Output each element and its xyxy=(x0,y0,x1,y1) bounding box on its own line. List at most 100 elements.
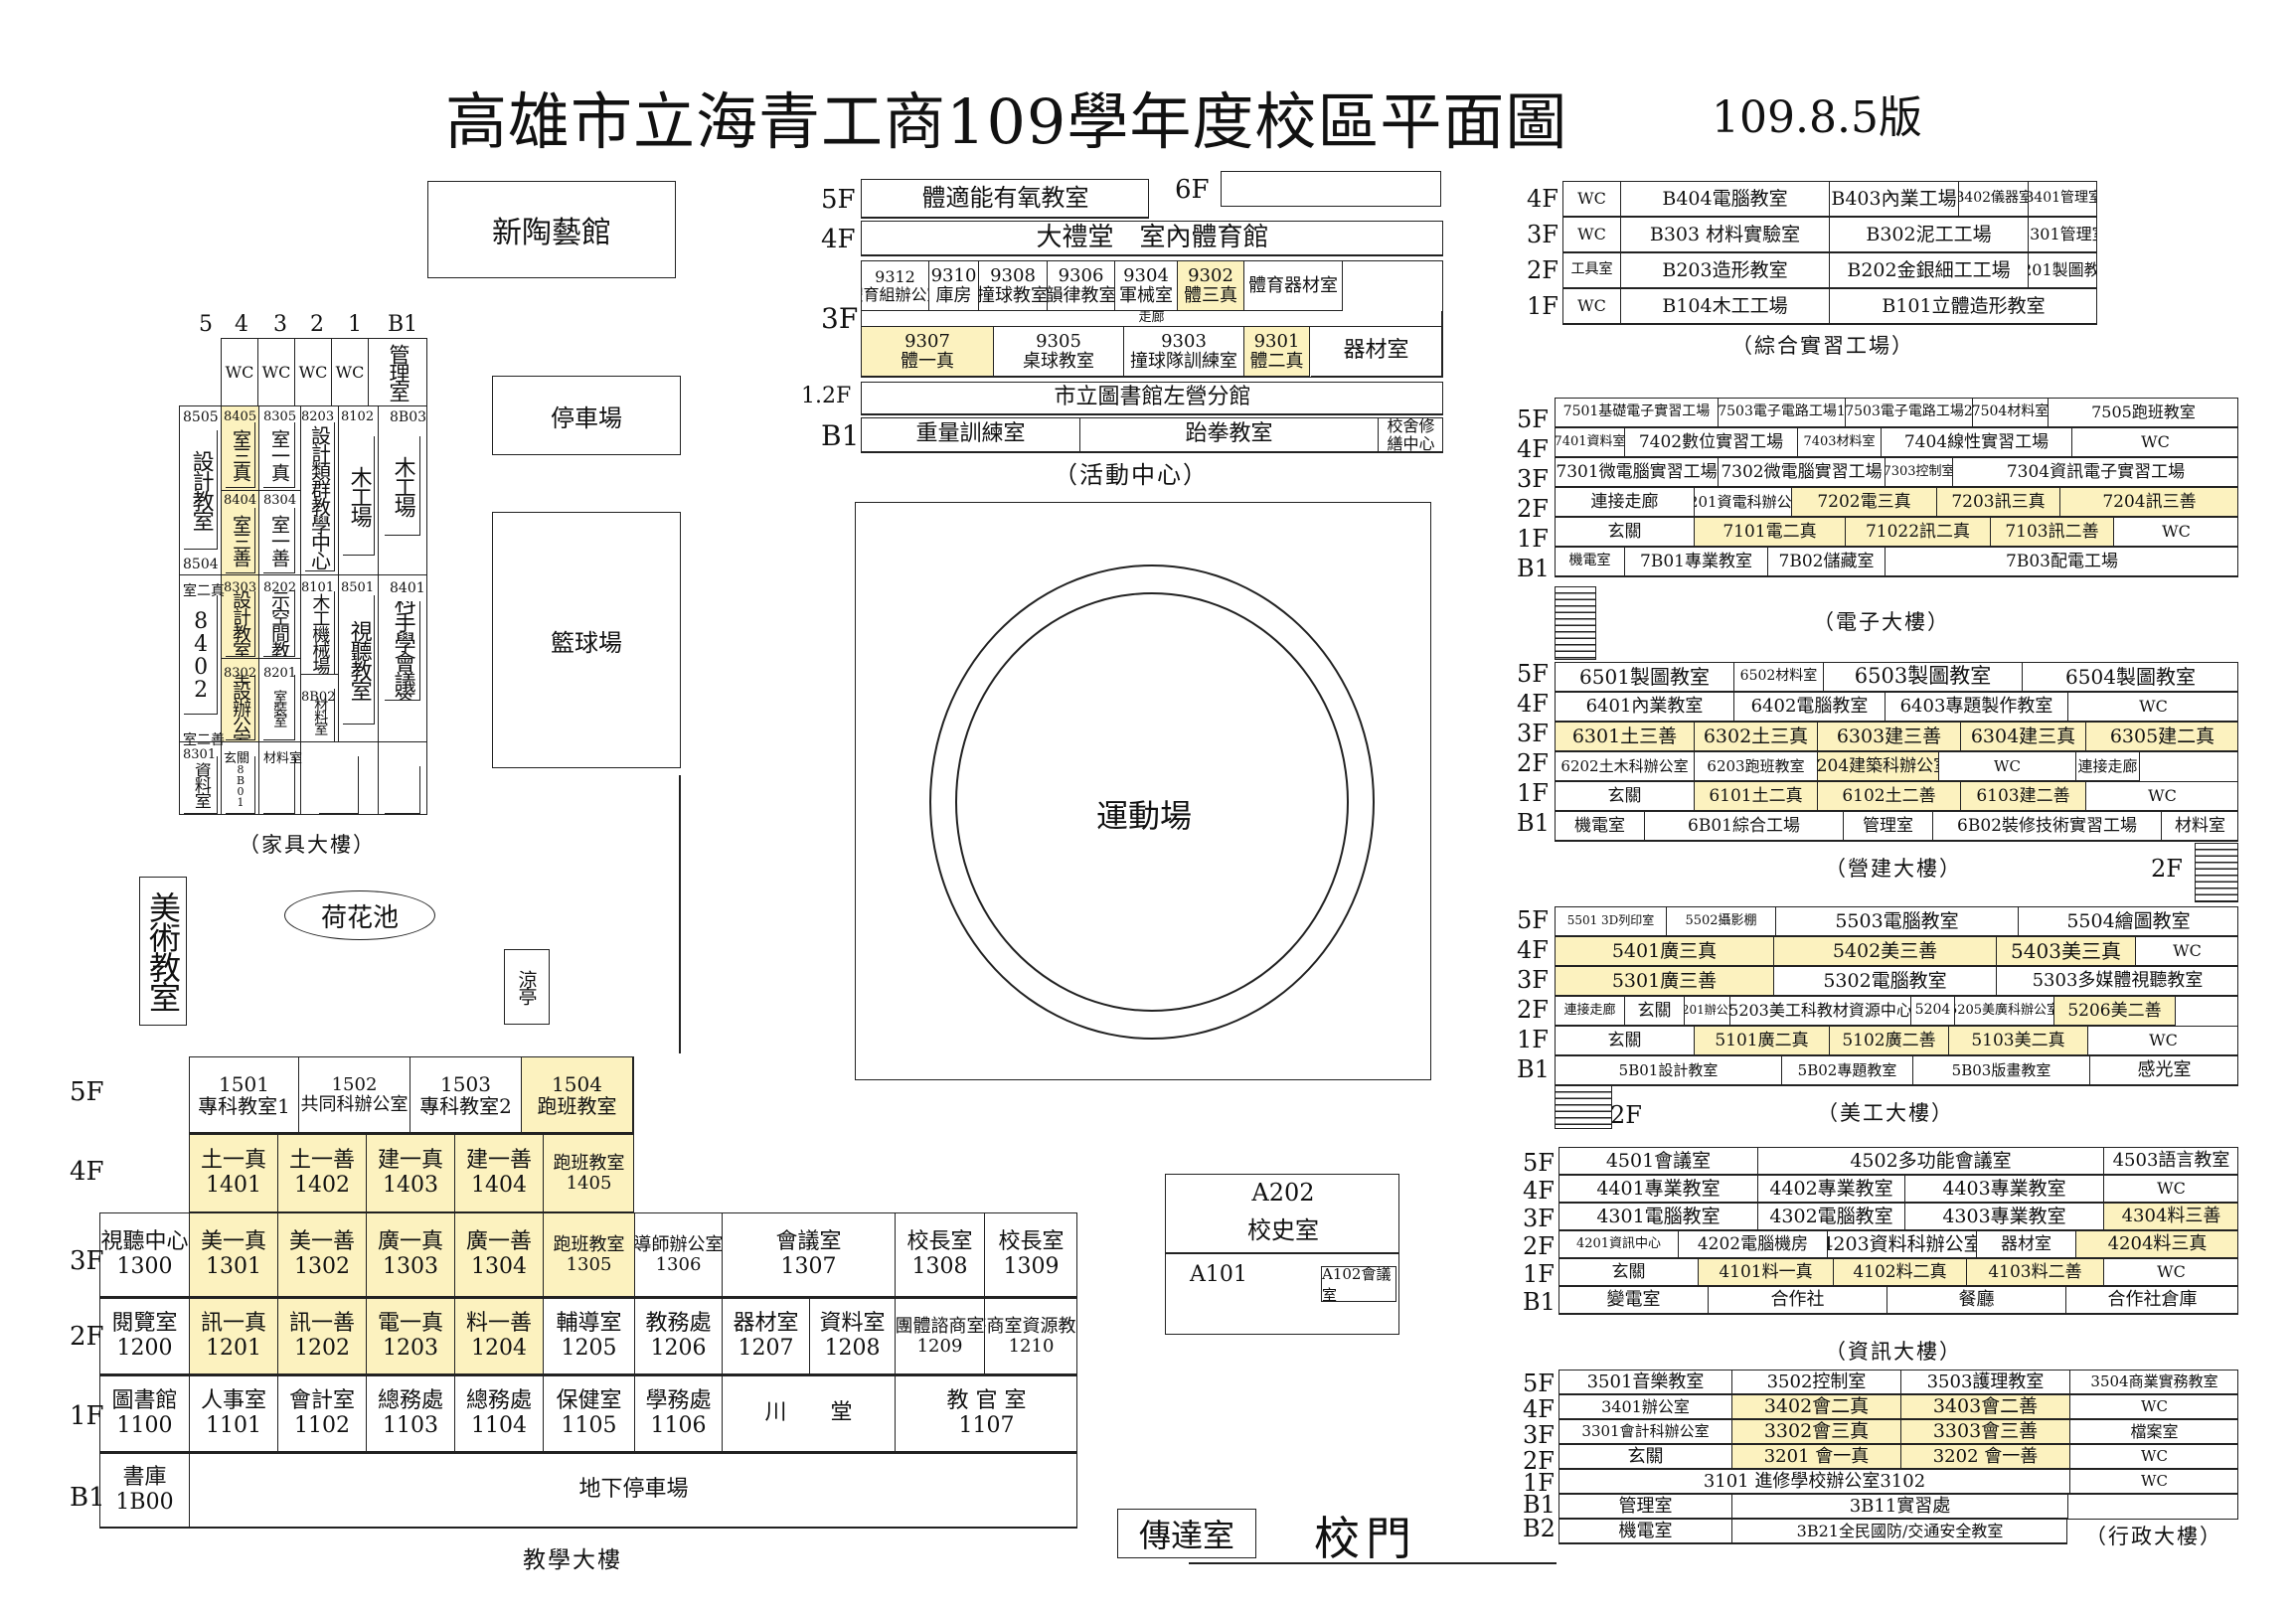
teach-2f-4-text-0: 料一善 xyxy=(465,1311,532,1337)
b4-r0-c1-text-0: 4502多功能會議室 xyxy=(1850,1149,2012,1172)
b5-r2-c2-text-0: 5303多媒體視聽教室 xyxy=(2032,970,2204,992)
b5-r1-c1: 5402美三善 xyxy=(1774,937,1997,966)
teach-1f-2-text-1: 1102 xyxy=(294,1412,350,1438)
f-g4 xyxy=(301,742,379,814)
a102-room: A102會議室 xyxy=(1321,1265,1396,1304)
f-f2-name: 室科手學會議簽室 xyxy=(385,601,420,701)
f-a1-name: 設計教室 xyxy=(184,430,218,550)
b7-stairs xyxy=(1555,586,1596,660)
f-c1 xyxy=(259,406,301,491)
b6-r1-c1: 6402電腦教室 xyxy=(1734,693,1886,722)
b5-floor-6: 2F xyxy=(1610,1101,1642,1129)
b4-floor-0: 5F xyxy=(1523,1149,1555,1177)
b4-row-5: 變電室合作社餐廳合作社倉庫 xyxy=(1558,1286,2238,1315)
f-d3-name: 材料室 xyxy=(305,689,335,742)
b4-floor-5: B1 xyxy=(1523,1288,1556,1316)
b6-r5-c4-text-0: 材料室 xyxy=(2175,815,2225,836)
act-r3-0-text-0: 9312 xyxy=(875,266,915,286)
teach-4f-1-text-1: 1402 xyxy=(294,1172,350,1198)
f-g1 xyxy=(180,742,222,814)
f-8303: 8202 xyxy=(263,580,297,595)
b5-r3-c1: 玄關 xyxy=(1625,997,1685,1026)
b4-r2-c1-text-0: 4302電腦教室 xyxy=(1769,1205,1893,1227)
b4-floor-3: 2F xyxy=(1523,1232,1555,1260)
teach-2f-3-text-0: 電一真 xyxy=(377,1311,443,1337)
furniture-wc1: WC xyxy=(222,339,258,406)
act-4f-room-text-0: 大禮堂 室內體育館 xyxy=(1036,223,1269,253)
teach-2f-10: 諮商室資源教室1210 xyxy=(985,1299,1076,1374)
b3-r3-c3-text-0: WC xyxy=(2141,1447,2168,1466)
b4-r0-c0-text-0: 4501會議室 xyxy=(1605,1149,1712,1172)
b5-r2-c0: 5301廣三善 xyxy=(1556,967,1774,996)
b7-r4-c4: WC xyxy=(2114,518,2237,547)
f-c4 xyxy=(259,659,301,742)
b3-r6-c1-text-0: 3B21全民國防/交通安全教室 xyxy=(1796,1521,2004,1540)
b6-r3-c1: 6203跑班教室 xyxy=(1695,752,1818,781)
f-c2 xyxy=(259,491,301,575)
b6-r5-c2-text-0: 管理室 xyxy=(1863,815,1913,836)
b3-floor-4: 1F xyxy=(1523,1469,1555,1497)
teach-2f-2-text-0: 訊一善 xyxy=(288,1311,355,1337)
teach-2f-0-text-1: 1200 xyxy=(116,1335,173,1361)
teach-3f-4-text-0: 廣一善 xyxy=(465,1229,532,1255)
teach-4f-2-text-0: 建一真 xyxy=(377,1148,443,1174)
b_bldg-r1-c3-text-0: B301管理室 xyxy=(2029,225,2096,244)
b5-r3-c4-text-0: 5204 xyxy=(1914,1002,1951,1019)
b3-r0-c1-text-0: 3502控制室 xyxy=(1766,1371,1867,1392)
b5-r0-c2: 5503電腦教室 xyxy=(1776,907,2019,936)
f-d2-name: 木工機械場 xyxy=(305,591,335,675)
act-r3b-3-text-1: 體二真 xyxy=(1249,350,1304,372)
teach-1f-2-text-0: 會計室 xyxy=(288,1388,355,1414)
f-g4-name xyxy=(319,756,359,814)
b6-r4-c1: 6101土二真 xyxy=(1695,782,1818,811)
furniture-wc1-text-0: WC xyxy=(225,362,254,382)
b7-floor-0: 5F xyxy=(1517,405,1549,433)
b4-r3-c1-text-0: 4202電腦機房 xyxy=(1697,1233,1809,1254)
b3-floor-3: 2F xyxy=(1523,1447,1555,1475)
b6-r3-c4-text-0: 連接走廊 xyxy=(2077,756,2138,775)
act-r3b-4: 器材室 xyxy=(1311,327,1442,377)
b3-r1-c2-text-0: 3403會二善 xyxy=(1932,1395,2039,1418)
b3-r4-c0-text-0: 3101 進修學校辦公室3102 xyxy=(1703,1470,1926,1492)
map-version: 109.8.5版 xyxy=(1712,92,1922,143)
teach-5f-1-text-1: 共同科辦公室 xyxy=(300,1093,409,1115)
b6-r5-c3: 6B02裝修技術實習工場 xyxy=(1933,812,2162,841)
b6-r3-c3: WC xyxy=(1939,752,2076,781)
teach-b1-1: 地下停車場 xyxy=(190,1454,1076,1528)
b_bldg-r3-c1: B104木工工場 xyxy=(1621,289,1830,324)
b4-floor-1: 4F xyxy=(1523,1177,1555,1205)
b7-r4-c3: 7103訊二善 xyxy=(1991,518,2114,547)
b5-r5-c3: 感光室 xyxy=(2090,1056,2237,1085)
b5-r0-c0: 5501 3D列印室 xyxy=(1556,907,1667,936)
f-g3 xyxy=(259,742,301,814)
b5-r2-c1: 5302電腦教室 xyxy=(1774,967,1997,996)
b3-r0-c3-text-0: 3504商業實務教室 xyxy=(2090,1372,2218,1391)
teaching-caption: 教學大樓 xyxy=(523,1547,622,1573)
b_bldg-r2-c0: 工具室 xyxy=(1563,253,1621,288)
b3-r0-c0-text-0: 3501音樂教室 xyxy=(1586,1371,1705,1392)
b7-r1-c3-text-0: 7404線性實習工場 xyxy=(1903,431,2050,452)
map-title: 高雄市立海青工商109學年度校區平面圖 xyxy=(445,85,1568,158)
teach-5f-0-text-1: 專科教室1 xyxy=(198,1093,290,1118)
b6-r1-c3-text-0: WC xyxy=(2139,697,2168,717)
furniture-wc2-text-0: WC xyxy=(261,362,291,382)
b_bldg-r0-c0: WC xyxy=(1563,182,1621,217)
b4-r5-c3: 合作社倉庫 xyxy=(2066,1287,2237,1314)
